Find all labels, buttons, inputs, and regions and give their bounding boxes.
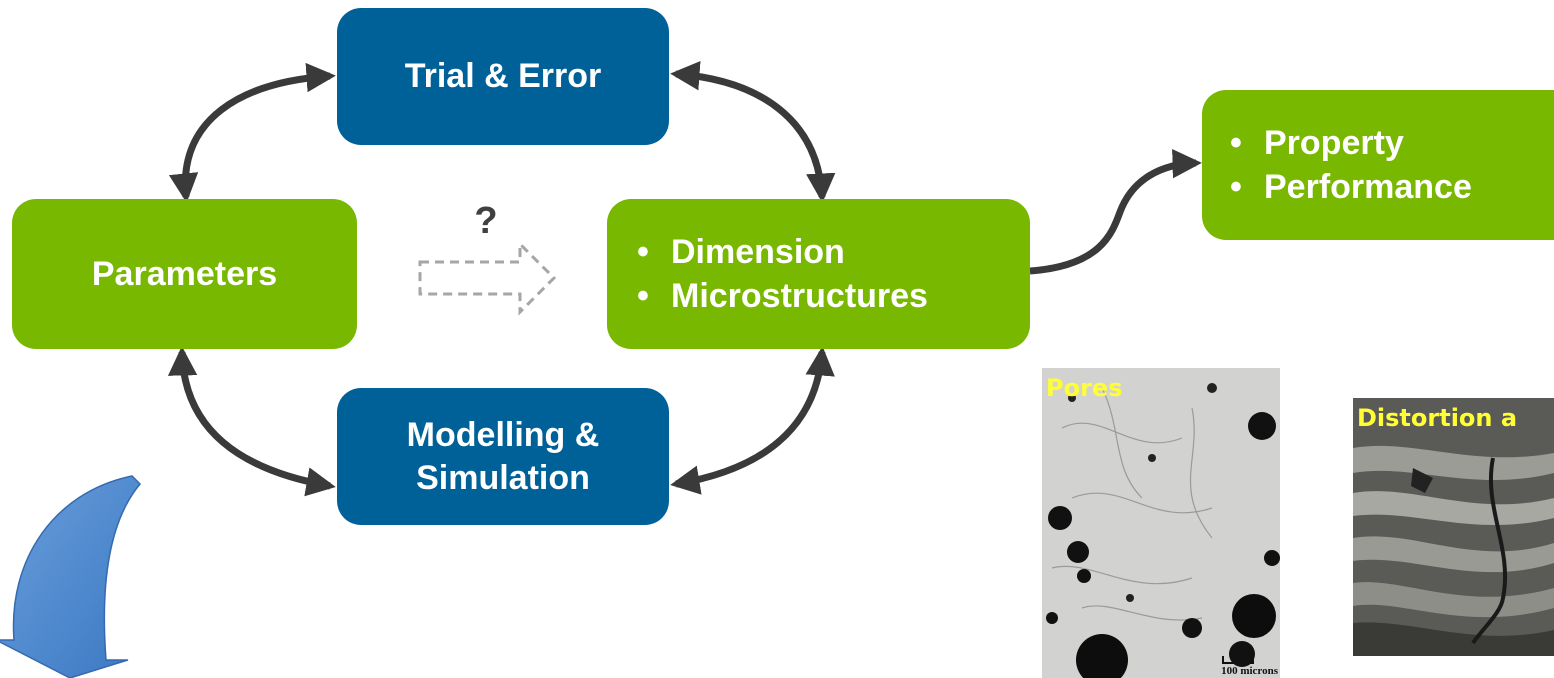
- pores-micrograph: Pores 100 microns: [1042, 368, 1280, 678]
- trial-error-box: Trial & Error: [337, 8, 669, 145]
- distortion-label: Distortion a: [1357, 404, 1518, 432]
- property-item: Property: [1230, 121, 1472, 165]
- curved-arrow: [0, 475, 142, 678]
- dimension-item: Dimension: [637, 230, 928, 274]
- scale-bar: [1222, 656, 1254, 664]
- dimension-microstructures-box: Dimension Microstructures: [607, 199, 1030, 349]
- question-mark: ?: [474, 200, 498, 242]
- microstructures-item: Microstructures: [637, 274, 928, 318]
- dashed-arrow: [418, 240, 557, 316]
- property-list: Property Performance: [1230, 121, 1472, 209]
- pores-label: Pores: [1046, 374, 1123, 402]
- trial-error-label: Trial & Error: [404, 57, 602, 96]
- modelling-simulation-box: Modelling & Simulation: [337, 388, 669, 525]
- distortion-micrograph: Distortion a: [1353, 398, 1554, 656]
- property-performance-box: Property Performance: [1202, 90, 1554, 240]
- modelling-simulation-label: Modelling & Simulation: [407, 414, 600, 499]
- modelling-line-1: Modelling &: [406, 416, 600, 454]
- distortion-texture: [1353, 398, 1554, 656]
- dimension-list: Dimension Microstructures: [637, 230, 928, 318]
- arrow-parameters-trial: [168, 62, 336, 203]
- arrow-trial-dimension: [670, 61, 836, 203]
- arrow-dimension-property: [1029, 148, 1202, 275]
- arrow-parameters-modelling: [167, 346, 336, 497]
- arrow-modelling-dimension: [670, 346, 835, 495]
- scale-label: 100 microns: [1221, 665, 1278, 677]
- pores-texture: [1042, 368, 1280, 678]
- modelling-line-2: Simulation: [416, 458, 590, 497]
- performance-item: Performance: [1230, 165, 1472, 209]
- parameters-box: Parameters: [12, 199, 357, 349]
- parameters-label: Parameters: [91, 254, 278, 293]
